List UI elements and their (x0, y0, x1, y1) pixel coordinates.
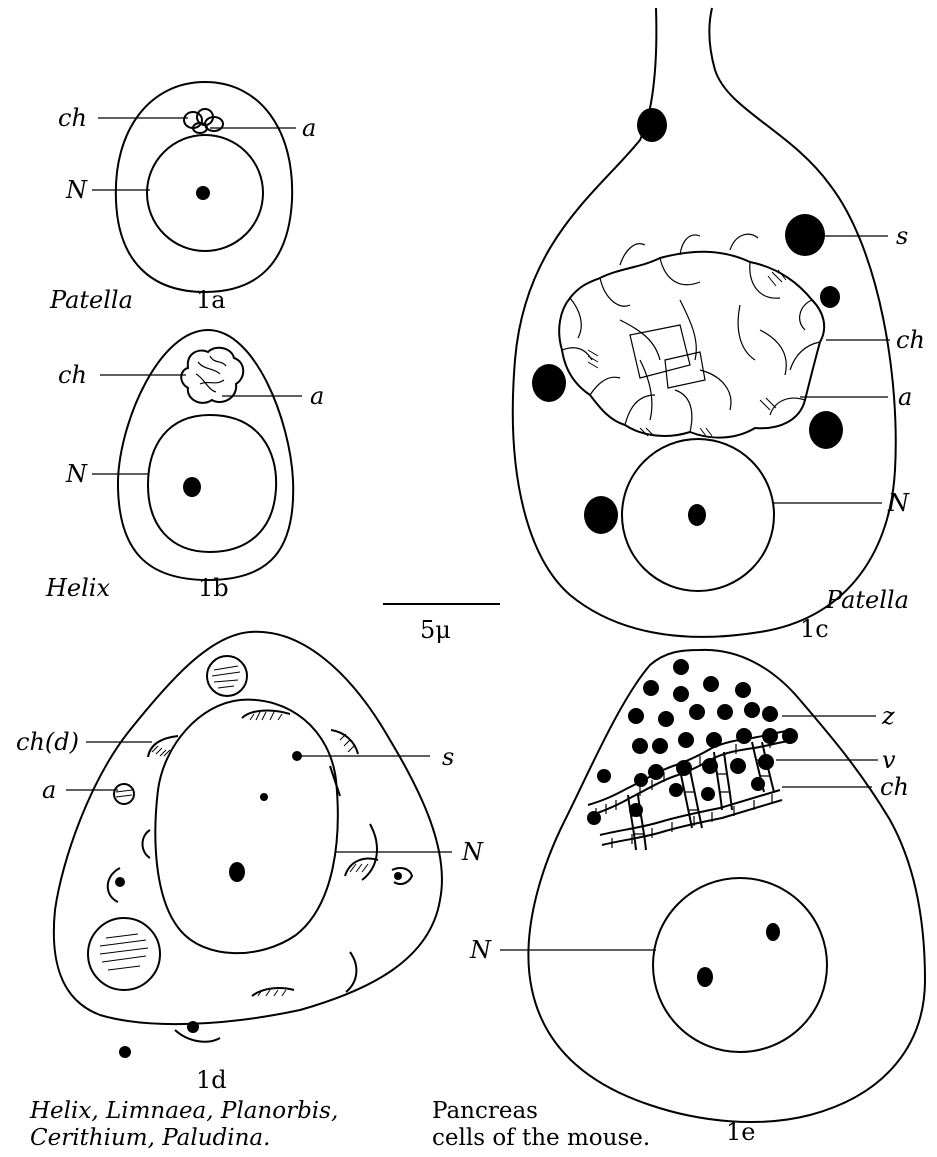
golgi-network-1e (588, 730, 794, 850)
caption-1d-number: 1d (196, 1066, 227, 1094)
nucleolus-1d-main (229, 862, 245, 882)
label-1b-ch: ch (58, 361, 87, 389)
golgi-bodies-1d (88, 656, 412, 1042)
label-1c-s: s (896, 222, 908, 250)
label-1e-v: v (882, 746, 896, 774)
label-1a-ch: ch (58, 104, 87, 132)
label-1d-N: N (461, 838, 484, 866)
nucleus-1e (653, 878, 827, 1052)
secretion-granules-1c (532, 108, 843, 534)
label-1a-N: N (65, 176, 88, 204)
caption-1b-number: 1b (198, 574, 229, 602)
label-1d-a: a (42, 776, 56, 804)
caption-1c-species: Patella (825, 586, 909, 614)
label-1b-a: a (310, 382, 324, 410)
caption-1d-line2: Cerithium, Paludina. (30, 1125, 270, 1151)
label-1c-ch: ch (896, 326, 925, 354)
nucleolus-1a (196, 186, 210, 200)
label-1e-ch: ch (880, 773, 909, 801)
nucleolus-1c (688, 504, 706, 526)
label-1d-chd: ch(d) (16, 728, 79, 756)
nucleolus-1e-2 (697, 967, 713, 987)
label-1c-N: N (887, 489, 910, 517)
cell-1d-outline (54, 632, 442, 1024)
label-1e-z: z (881, 702, 895, 730)
scale-bar-label: 5μ (420, 616, 451, 644)
caption-1b-species: Helix (45, 574, 110, 602)
golgi-1a (184, 109, 223, 133)
cell-1c-outline (513, 8, 896, 637)
nucleolus-1e-1 (766, 923, 780, 941)
nucleus-1d (155, 700, 337, 953)
nucleolus-1d-small (260, 793, 268, 801)
scale-bar: 5μ (383, 604, 500, 644)
nucleolus-1b (183, 477, 201, 497)
zymogen-granules-1e (587, 659, 798, 825)
caption-1c-number: 1c (800, 615, 829, 643)
figure-1a: ch a N Patella 1a (49, 82, 316, 314)
figure-1d: ch(d) s a N 1d Helix, Limnaea, Planorbis… (16, 632, 484, 1151)
figure-1c: s ch a N Patella 1c (513, 8, 925, 643)
label-1e-N: N (469, 936, 492, 964)
figure-1e: z v ch N 1e Pancreas cells of the mouse. (432, 650, 925, 1151)
caption-1e-line2: cells of the mouse. (432, 1125, 650, 1151)
caption-1e-line1: Pancreas (432, 1098, 538, 1124)
figure-1b: ch a N Helix 1b (45, 330, 324, 602)
golgi-1b (181, 348, 243, 403)
golgi-network-1c (559, 234, 824, 437)
caption-1a-species: Patella (49, 286, 133, 314)
caption-1e-number: 1e (726, 1118, 755, 1146)
nucleus-1b (148, 415, 276, 552)
caption-1d-line1: Helix, Limnaea, Planorbis, (29, 1098, 338, 1124)
label-1a-a: a (302, 114, 316, 142)
label-1c-a: a (898, 383, 912, 411)
label-1d-s: s (442, 743, 454, 771)
label-1b-N: N (65, 460, 88, 488)
caption-1a-number: 1a (196, 286, 226, 314)
